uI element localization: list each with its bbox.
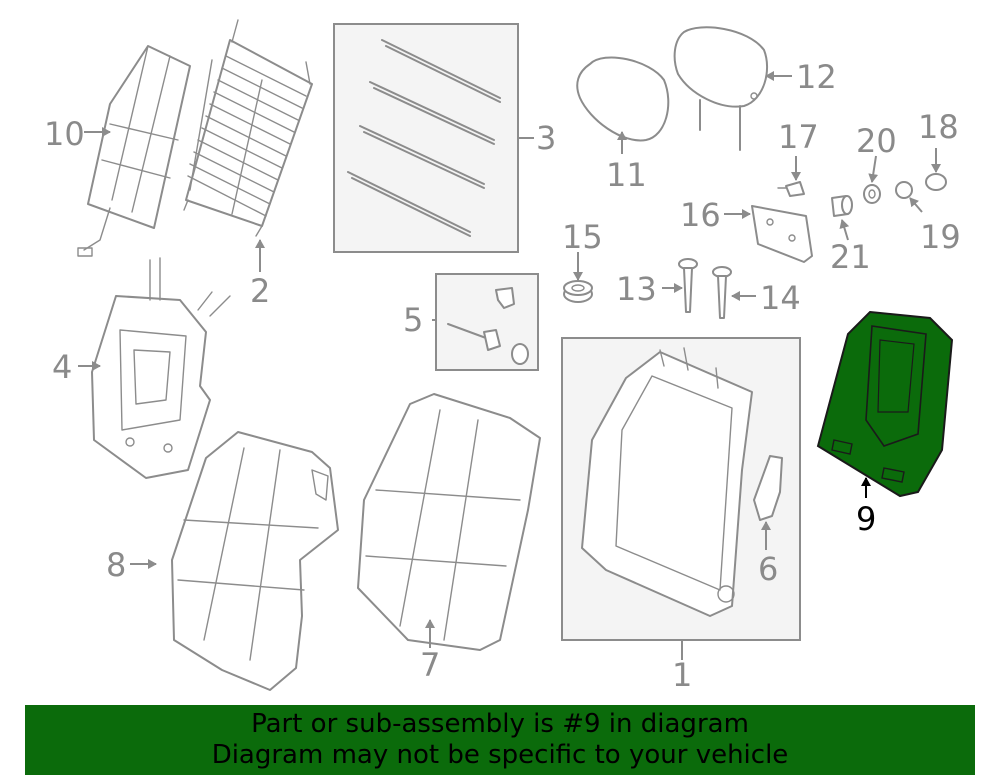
part-19-collar [895, 181, 913, 199]
callout-12[interactable]: 12 [796, 58, 837, 96]
callout-1[interactable]: 1 [672, 656, 692, 694]
callout-labels: 10 2 3 4 5 6 7 8 9 11 12 13 14 15 16 17 … [44, 58, 961, 694]
part-21-guide [831, 195, 853, 217]
callout-2[interactable]: 2 [250, 272, 270, 310]
callout-17[interactable]: 17 [778, 118, 819, 156]
part-15-grommet [563, 280, 593, 303]
banner-line-part: Part or sub-assembly is #9 in diagram [251, 709, 749, 739]
callout-8[interactable]: 8 [106, 546, 126, 584]
callout-16[interactable]: 16 [680, 196, 721, 234]
part-8-back-cover [171, 431, 339, 691]
part-2-spring-mat [183, 19, 313, 237]
callout-3[interactable]: 3 [536, 119, 556, 157]
banner-line-disclaimer: Diagram may not be specific to your vehi… [211, 740, 789, 770]
part-18-cap [925, 173, 947, 191]
callout-21[interactable]: 21 [830, 238, 871, 276]
part-5-clip-kit [435, 273, 539, 371]
part-4-frame-plate [91, 257, 231, 479]
part-3-rod-kit [333, 23, 519, 253]
part-7-front-cover [357, 393, 541, 651]
part-12-headrest [673, 26, 769, 151]
part-9-back-panel [816, 310, 954, 498]
callout-5[interactable]: 5 [403, 301, 423, 339]
callout-11[interactable]: 11 [606, 156, 647, 194]
callout-9[interactable]: 9 [856, 500, 876, 538]
callout-20[interactable]: 20 [856, 122, 897, 160]
callout-15[interactable]: 15 [562, 218, 603, 256]
callout-19[interactable]: 19 [920, 218, 961, 256]
leader-lines [78, 71, 941, 660]
callout-14[interactable]: 14 [760, 279, 801, 317]
parts-diagram: 10 2 3 4 5 6 7 8 9 11 12 13 14 15 16 17 … [44, 19, 961, 694]
part-20-nut [863, 184, 881, 204]
part-1-frame-assembly [561, 337, 801, 641]
callout-7[interactable]: 7 [420, 646, 440, 684]
part-13-pin [678, 258, 698, 313]
callout-18[interactable]: 18 [918, 108, 959, 146]
part-16-bracket [751, 205, 813, 263]
callout-10[interactable]: 10 [44, 115, 85, 153]
part-17-fastener [777, 181, 805, 197]
part-10-heater-pad [77, 45, 191, 257]
part-11-headrest [576, 56, 670, 142]
callout-13[interactable]: 13 [616, 270, 657, 308]
callout-4[interactable]: 4 [52, 348, 72, 386]
part-14-pin [712, 266, 732, 319]
callout-6[interactable]: 6 [758, 550, 778, 588]
part-info-banner: Part or sub-assembly is #9 in diagram Di… [25, 705, 975, 775]
